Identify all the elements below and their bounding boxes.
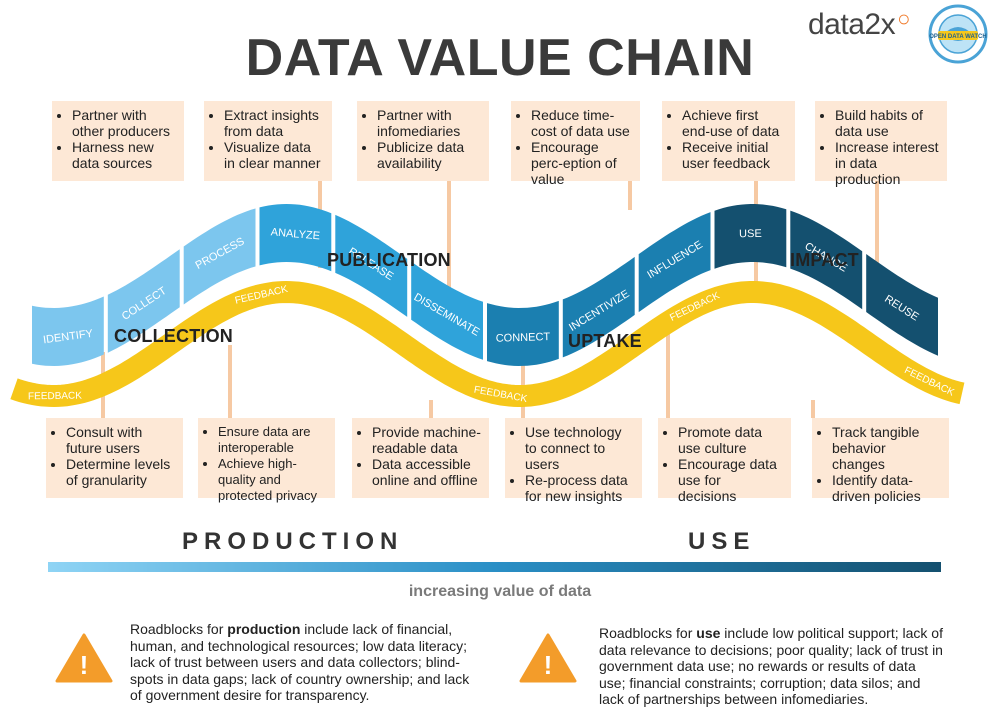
top-box-connect: Reduce time-cost of data useEncourage pe… [511, 101, 640, 187]
segment-use [714, 204, 787, 269]
stage-label-collection: COLLECTION [114, 326, 233, 346]
bottom-box-reuse: Track tangible behavior changesIdentify … [812, 418, 949, 504]
svg-text:!: ! [80, 650, 89, 680]
bottom-box-use: Promote data use cultureEncourage data u… [658, 418, 791, 504]
top-box-analysis: Extract insights from dataVisualize data… [204, 101, 332, 181]
bottom-box-process: Ensure data are interoperableAchieve hig… [198, 418, 335, 503]
top-box-collection: Partner with other producersHarness new … [52, 101, 184, 181]
production-roadblocks-text: Roadblocks for production include lack o… [130, 621, 470, 703]
data2x-logo: data2x○ [808, 6, 910, 41]
top-box-influence: Achieve first end-use of dataReceive ini… [662, 101, 795, 181]
use-roadblocks-text: Roadblocks for use include low political… [599, 625, 943, 707]
value-caption: increasing value of data [408, 583, 592, 600]
top-box-publication: Partner with infomediariesPublicize data… [357, 101, 489, 181]
feedback-ribbon [10, 280, 965, 408]
segment-process [183, 208, 256, 305]
stage-label-publication: PUBLICATION [327, 250, 451, 270]
segment-label: USE [739, 228, 762, 240]
segment-disseminate [411, 261, 483, 360]
svg-text:!: ! [544, 650, 553, 680]
open-data-watch-seal: OPEN DATA WATCH [928, 4, 988, 64]
page-title: DATA VALUE CHAIN [245, 29, 755, 87]
segment-label: CONNECT [496, 331, 551, 345]
segment-reuse [866, 254, 938, 356]
segment-collect [107, 249, 180, 353]
segment-identify [32, 296, 104, 366]
warning-icon: ! [55, 633, 113, 683]
segment-release [335, 214, 408, 317]
warning-icon: ! [519, 633, 577, 683]
segment-connect [487, 300, 559, 366]
stage-label-uptake: UPTAKE [568, 331, 642, 351]
segment-incentivize [562, 256, 635, 358]
axis-label-use: USE [688, 528, 756, 555]
feedback-label: FEEDBACK [28, 391, 82, 403]
bottom-box-connect: Use technology to connect to usersRe-pro… [505, 418, 642, 504]
top-box-impact: Build habits of data useIncrease interes… [815, 101, 947, 187]
svg-text:OPEN DATA WATCH: OPEN DATA WATCH [929, 34, 986, 40]
segment-change [790, 210, 863, 310]
bottom-box-release: Provide machine-readable dataData access… [352, 418, 489, 498]
stage-label-impact: IMPACT [790, 250, 859, 270]
segment-analyze [259, 204, 332, 272]
value-gradient-bar [48, 562, 941, 572]
segment-influence [638, 212, 711, 313]
axis-label-production: PRODUCTION [182, 528, 404, 555]
bottom-box-identify: Consult with future usersDetermine level… [46, 418, 183, 498]
segment-label: ANALYZE [270, 226, 320, 242]
